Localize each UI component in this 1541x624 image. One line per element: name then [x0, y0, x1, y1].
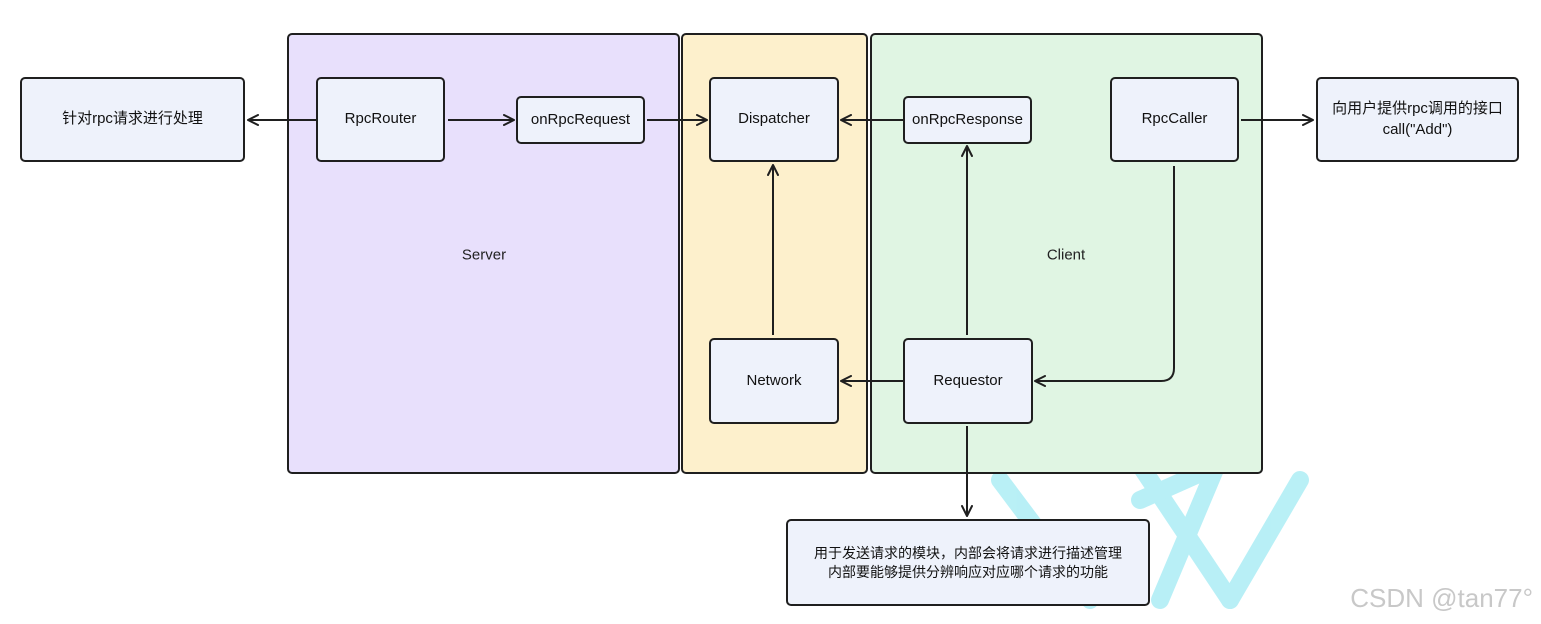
on-rpc-response-node: onRpcResponse: [903, 96, 1032, 144]
network-node: Network: [709, 338, 839, 424]
rpc-router-label: RpcRouter: [344, 110, 417, 128]
user-interface-label: 向用户提供rpc调用的接口 call("Add"): [1332, 100, 1503, 138]
rpc-caller-node: RpcCaller: [1110, 77, 1239, 162]
dispatcher-label: Dispatcher: [738, 110, 810, 128]
csdn-watermark: CSDN @tan77°: [1350, 583, 1533, 613]
requestor-label: Requestor: [933, 371, 1003, 389]
rpc-caller-label: RpcCaller: [1141, 110, 1208, 128]
handler-label: 针对rpc请求进行处理: [62, 110, 203, 128]
rpc-router-node: RpcRouter: [316, 77, 445, 162]
on-rpc-request-node: onRpcRequest: [516, 96, 645, 144]
dispatcher-node: Dispatcher: [709, 77, 839, 162]
on-rpc-request-label: onRpcRequest: [530, 110, 631, 128]
on-rpc-response-label: onRpcResponse: [912, 110, 1023, 128]
requestor-node: Requestor: [903, 338, 1033, 424]
user-interface-node: 向用户提供rpc调用的接口 call("Add"): [1316, 77, 1519, 162]
server-label: Server: [461, 246, 507, 264]
client-label: Client: [1046, 246, 1086, 264]
handler-node: 针对rpc请求进行处理: [20, 77, 245, 162]
network-label: Network: [746, 371, 802, 389]
requestor-note-label: 用于发送请求的模块，内部会将请求进行描述管理 内部要能够提供分辨响应对应哪个请求…: [814, 544, 1122, 580]
requestor-note-node: 用于发送请求的模块，内部会将请求进行描述管理 内部要能够提供分辨响应对应哪个请求…: [786, 519, 1150, 606]
